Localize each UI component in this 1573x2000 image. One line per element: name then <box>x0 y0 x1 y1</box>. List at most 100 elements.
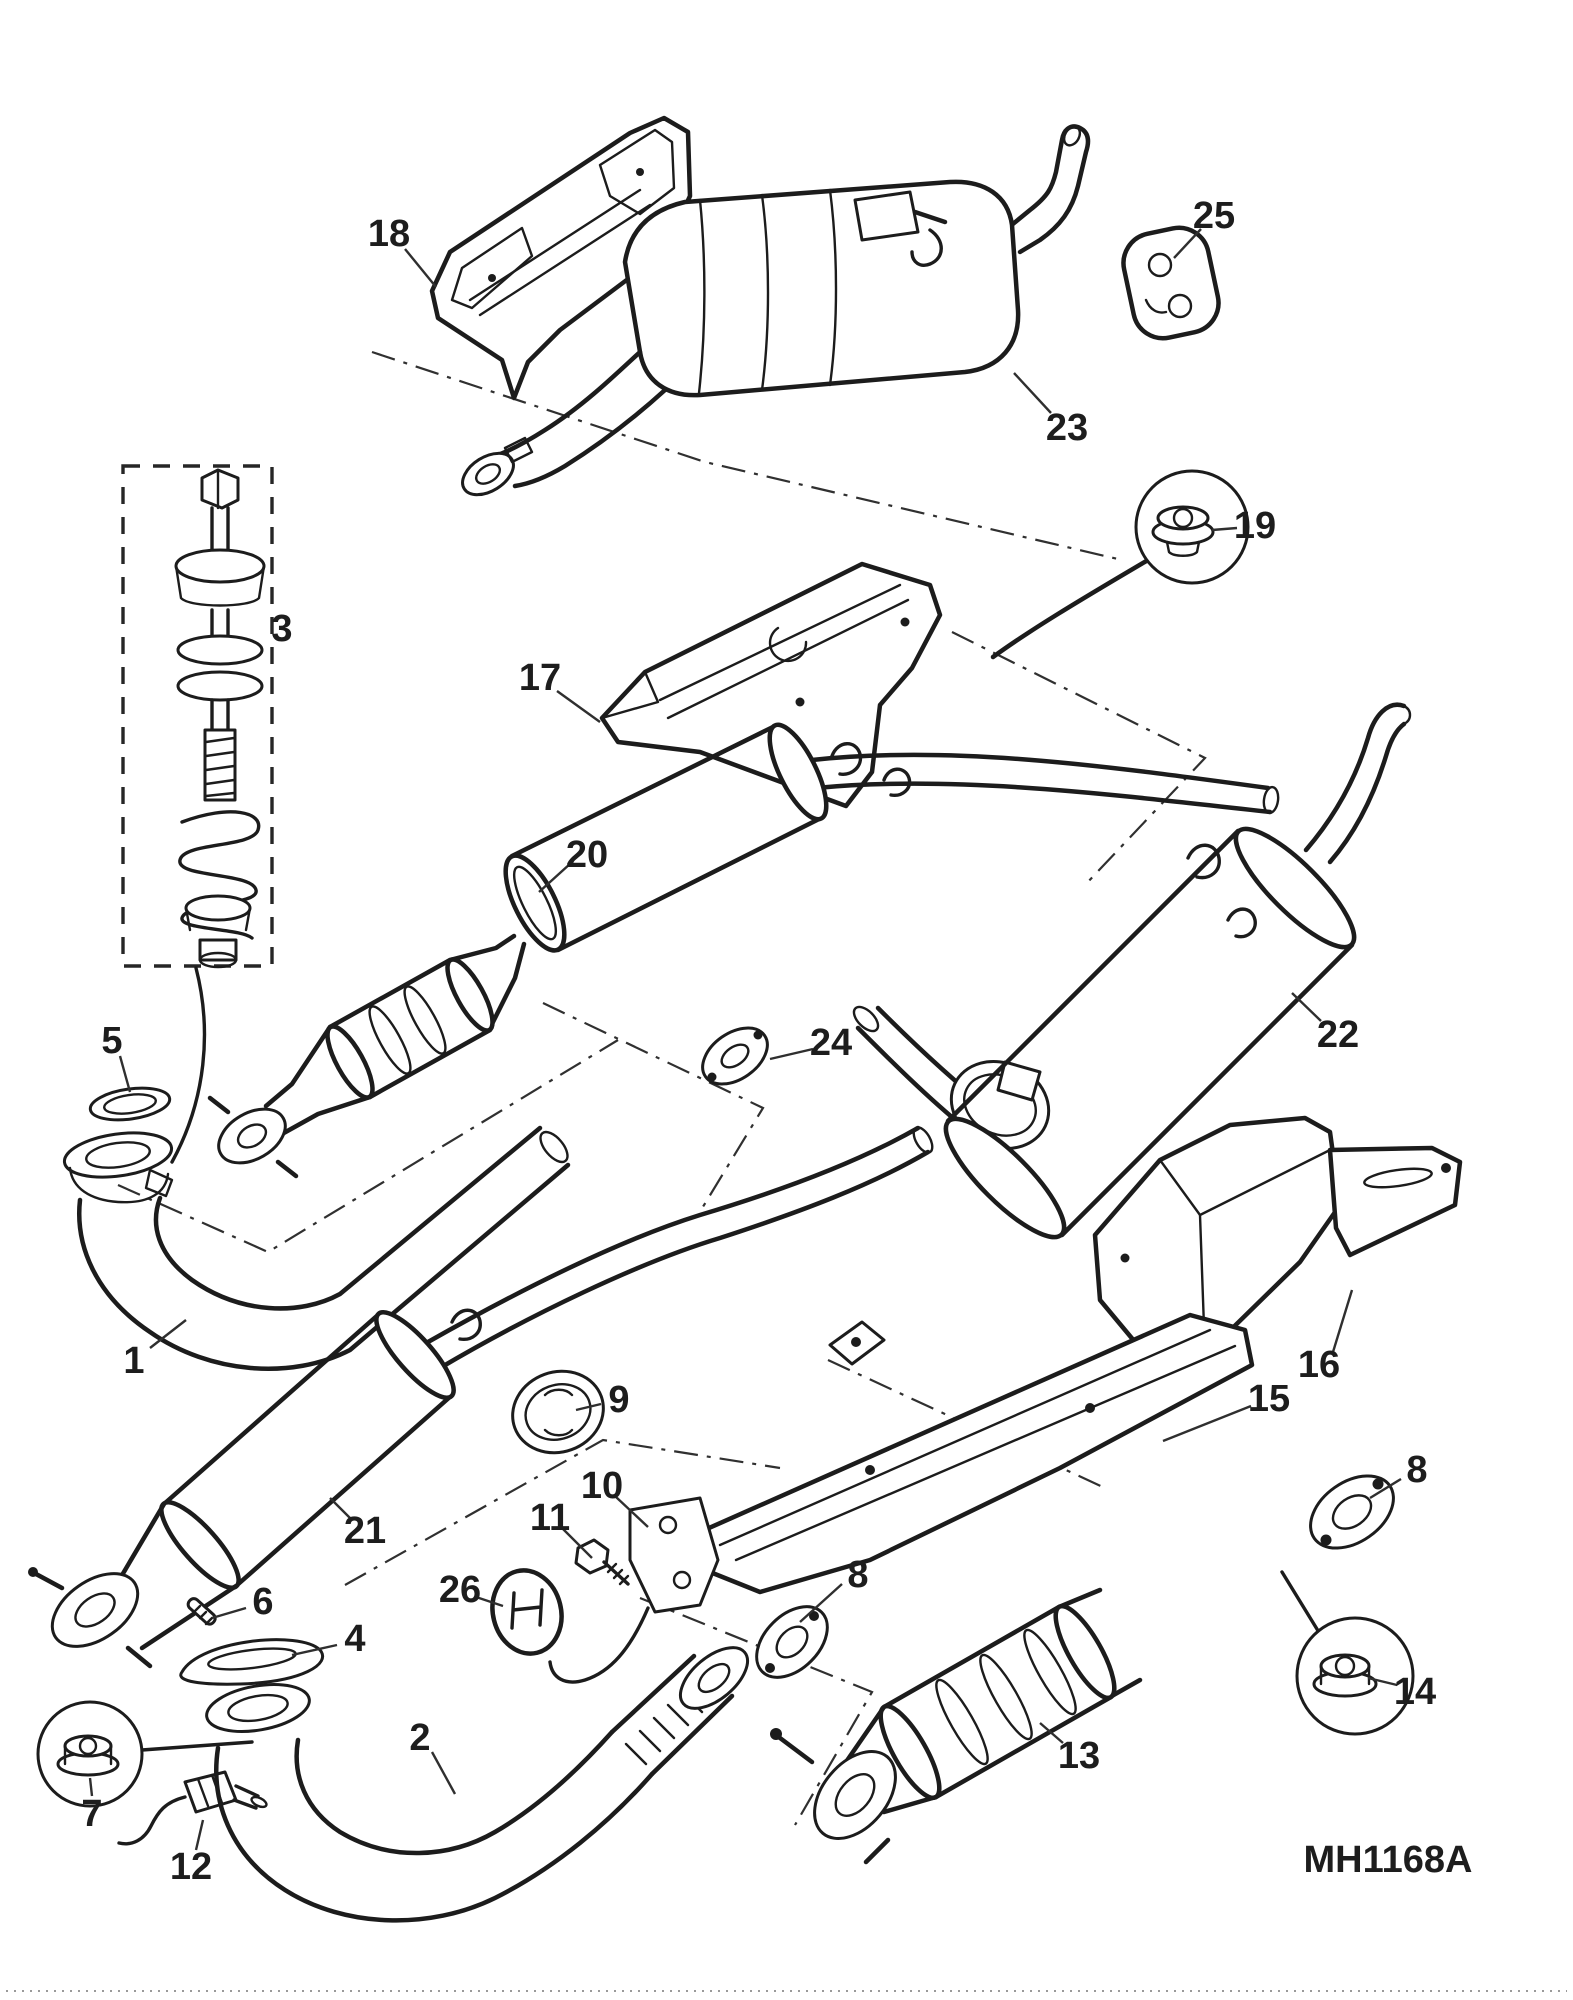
sensor-wire <box>117 1795 187 1846</box>
callout-13: 13 <box>1058 1735 1100 1777</box>
callout-leader-8 <box>799 1583 843 1623</box>
flange-skirt <box>68 1166 170 1204</box>
tailpipe <box>425 1125 921 1345</box>
nut-top <box>1156 505 1210 531</box>
alignment-line <box>344 1438 781 1586</box>
hanger-hook <box>882 767 912 797</box>
tab-hole <box>851 1337 861 1347</box>
callout-leader-22 <box>1291 992 1322 1022</box>
callout-leader-8 <box>1369 1477 1402 1500</box>
callout-leader-10 <box>615 1496 649 1528</box>
bushing-top <box>174 548 266 584</box>
shield-arm <box>1327 1145 1463 1258</box>
callout-leader-4 <box>291 1643 338 1657</box>
shield-rib <box>734 1344 1237 1562</box>
cat-rib <box>935 1678 989 1766</box>
pipe-outer <box>77 1162 571 1371</box>
inlet-flange <box>461 451 515 497</box>
catalytic-converter-13 <box>770 1587 1143 1865</box>
nut-skirt <box>1165 540 1201 557</box>
rear-silencer-23 <box>461 124 1091 497</box>
callout-6: 6 <box>252 1581 273 1623</box>
shield-fold <box>600 670 660 720</box>
bolt-shaft <box>210 698 230 732</box>
bushing-side <box>174 564 266 607</box>
washer <box>176 634 264 666</box>
sensor-tip-end <box>250 1795 268 1809</box>
silencer-end-cap <box>503 853 567 953</box>
lower-bushing-side <box>184 906 252 932</box>
flange-stud <box>33 1571 153 1669</box>
alignment-line <box>639 1596 874 1826</box>
flange-stud <box>863 1837 891 1865</box>
hanger-hook <box>830 742 863 776</box>
heat-shield-17 <box>599 561 943 809</box>
front-cone <box>115 1501 239 1651</box>
pipe-outer <box>214 1745 655 1923</box>
tailpipe-open-end <box>912 1126 934 1154</box>
silencer-end-cap <box>374 1310 456 1400</box>
nut-hole <box>78 1736 98 1756</box>
flange-stud <box>777 1735 815 1765</box>
callout-3: 3 <box>271 608 292 650</box>
cat-side <box>933 1694 1114 1800</box>
pipe-flange-hole <box>227 1693 289 1723</box>
bolt-hole <box>1320 1534 1332 1546</box>
callout-leader-16 <box>1331 1289 1354 1353</box>
rivet-dot <box>1120 1253 1130 1263</box>
callout-leader-19 <box>1211 526 1238 532</box>
gasket-8-rear <box>1309 1474 1395 1550</box>
rubber-mount-25 <box>1121 225 1221 341</box>
callout-leader-20 <box>538 862 572 893</box>
callout-leader-11 <box>562 1528 593 1559</box>
mount-hole <box>1147 252 1173 278</box>
cat-side <box>327 957 453 1030</box>
silencer-body <box>622 179 1021 398</box>
callout-24: 24 <box>810 1022 852 1064</box>
cat-rib <box>368 1005 412 1075</box>
lower-bushing <box>184 894 252 922</box>
shield-facet <box>1198 1148 1332 1217</box>
front-cone <box>843 1704 939 1815</box>
callout-12: 12 <box>170 1846 212 1888</box>
rivet-dot <box>900 617 910 627</box>
pipe-end-flange-hole <box>697 1662 731 1694</box>
callout-18: 18 <box>368 213 410 255</box>
silencer-side <box>161 1311 382 1507</box>
silencer-end-cap <box>943 1116 1067 1240</box>
hanger-h-slot <box>510 1588 544 1630</box>
body-seam <box>760 193 770 392</box>
cat-side <box>367 1027 493 1100</box>
shield-body <box>697 1312 1255 1595</box>
mounting-ring-9 <box>511 1369 605 1455</box>
hanger-hook <box>1226 907 1257 939</box>
thread-marks <box>606 1562 630 1586</box>
callout-7: 7 <box>81 1793 102 1835</box>
callout-leader-5 <box>118 1055 132 1093</box>
shield-panel <box>450 226 534 310</box>
callout-20: 20 <box>566 834 608 876</box>
silencer-side <box>233 1393 454 1589</box>
silencer-end-cap <box>159 1500 241 1590</box>
heat-shield-16 <box>1092 1115 1463 1363</box>
nut <box>198 938 238 962</box>
kit-box <box>121 464 274 968</box>
body-seam <box>828 188 838 387</box>
bolt-hole <box>753 1030 763 1040</box>
cat-side <box>881 1604 1062 1710</box>
callout-23: 23 <box>1046 407 1088 449</box>
front-flange-hole <box>74 1592 116 1628</box>
pipe-inner <box>153 1125 543 1311</box>
callout-1: 1 <box>123 1340 144 1382</box>
hanger-hook <box>450 1308 482 1341</box>
gasket-hole <box>1331 1494 1373 1530</box>
stud-dot <box>28 1567 38 1577</box>
rivet-dot <box>636 168 644 176</box>
rear-pipe <box>813 781 1273 815</box>
mount-hole <box>1167 293 1193 319</box>
hanger-body <box>490 1568 564 1656</box>
cat-end <box>1053 1603 1117 1701</box>
tailpipe <box>1005 124 1091 255</box>
